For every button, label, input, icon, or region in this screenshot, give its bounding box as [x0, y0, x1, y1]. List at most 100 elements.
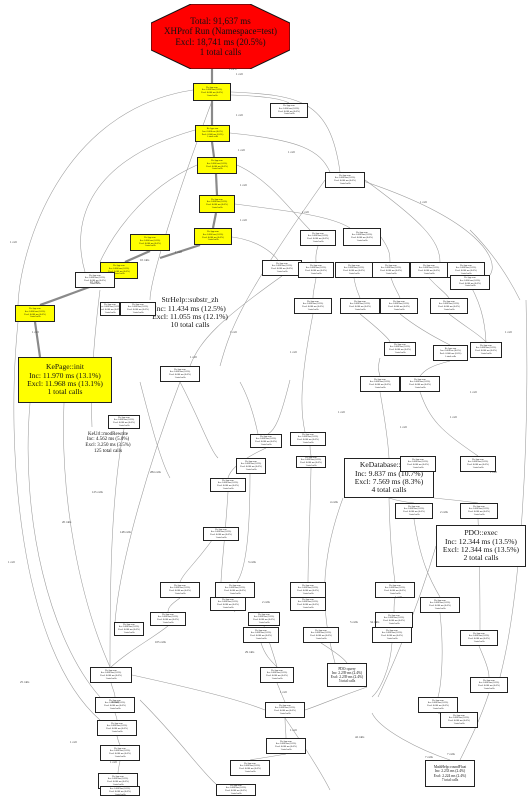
node-calls: 1 total calls — [109, 706, 121, 710]
node-excl: Excl: 0.000 ms (0.0%) — [297, 589, 319, 592]
kepage-init-node[interactable]: KePage::init Inc: 11.970 ms (13.1%) Excl… — [18, 357, 112, 403]
edge-call-count-label: 1 call — [240, 183, 247, 187]
pdo-exec-node[interactable]: PDO::exec Inc: 12.344 ms (13.5%) Excl: 1… — [436, 525, 526, 567]
node-excl: Excl: 0.000 ms (0.0%) — [403, 510, 425, 513]
edge-call-count-label: 7 calls — [425, 755, 433, 759]
node-calls: 1 total calls — [271, 676, 283, 680]
node-excl: Excl: 0.000 ms (0.0%) — [427, 704, 449, 707]
pdo-query-node[interactable]: PDO::query Inc: 2.239 ms (2.4%) Excl: 2.… — [327, 663, 367, 687]
node-calls: 1 total calls — [473, 639, 485, 643]
node-name: KeApp::run — [302, 432, 314, 436]
node-excl: Excl: 0.000 ms (0.0%) — [388, 305, 410, 308]
node-inc: Inc: 0.000 ms (0.0%) — [169, 586, 191, 590]
node-inc: Inc: 0.000 ms (0.0%) — [255, 437, 277, 441]
mathhelp-roundfloat-node[interactable]: MathHelp::roundFloat Inc: 2.233 ms (2.4%… — [425, 760, 475, 787]
root-excl: Excl: 18,741 ms (20.5%) — [175, 36, 266, 47]
strhelp-substr-node[interactable]: StrHelp::substr_zh Inc: 11.434 ms (12.5%… — [143, 293, 237, 333]
node-excl: Excl: 0.000 ms (0.0%) — [383, 619, 405, 622]
edge-call-count-label: 1 call — [8, 560, 15, 564]
hot-node-calls: 1 total calls — [206, 93, 218, 97]
node-calls: 1 total calls — [104, 310, 116, 314]
keurl-modrewrite-node[interactable]: KeUrl::modRewrite Inc: 4.562 ms (5.0%) E… — [76, 427, 140, 459]
node-excl: Excl: 0.000 ms (0.0%) — [100, 674, 122, 677]
kedatabase-query-node[interactable]: KeDatabase::query Inc: 9.837 ms (10.7%) … — [344, 458, 434, 498]
node-name: KeApp::run — [412, 457, 424, 461]
root-node[interactable]: Total: 91,637 ms XHProf Run (Namespace=t… — [151, 4, 290, 69]
node-calls: 1 total calls — [123, 630, 135, 634]
root-total: Total: 91,637 ms — [190, 16, 251, 27]
node-name: KeApp::run — [109, 698, 121, 702]
